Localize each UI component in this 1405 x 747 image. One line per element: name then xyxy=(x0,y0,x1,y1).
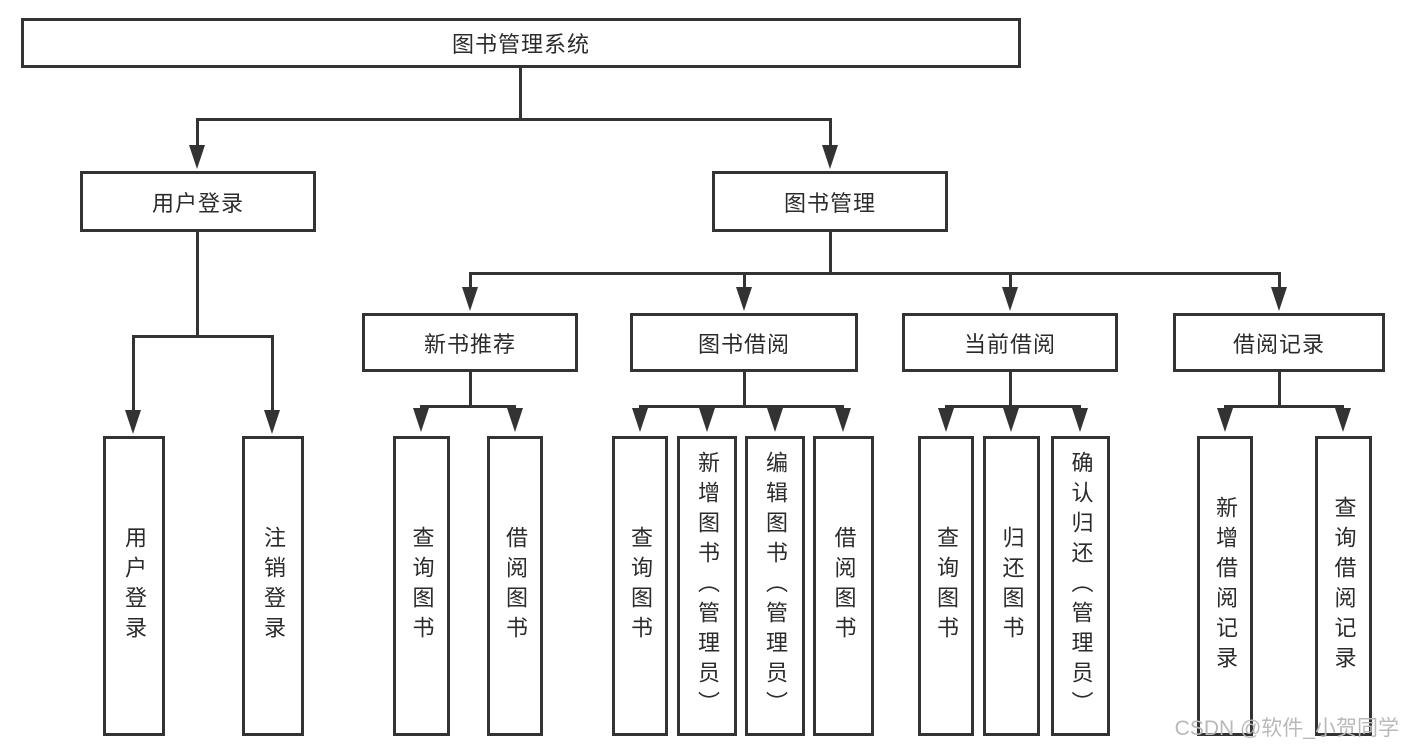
connector-line xyxy=(133,335,274,338)
arrow-down-icon xyxy=(413,408,429,432)
connector-line xyxy=(420,405,516,408)
arrow-down-icon xyxy=(632,408,648,432)
node-label: 图书借阅 xyxy=(697,331,790,357)
leaf-label: 编辑图书（管理员） xyxy=(763,451,788,721)
leaf-label: 查询图书 xyxy=(628,526,653,646)
leaf-label: 新增借阅记录 xyxy=(1213,496,1238,676)
leaf-return-books: 归还图书 xyxy=(983,436,1040,736)
leaf-label: 注销登录 xyxy=(261,526,286,646)
connector-line xyxy=(469,272,1280,275)
node-book-management: 图书管理 xyxy=(712,171,948,232)
arrow-down-icon xyxy=(189,145,205,169)
arrow-down-icon xyxy=(938,408,954,432)
arrow-down-icon xyxy=(462,287,478,311)
leaf-borrow-books-recommend: 借阅图书 xyxy=(487,436,543,736)
arrow-down-icon xyxy=(1217,408,1233,432)
connector-line xyxy=(1278,372,1281,405)
leaf-add-books-admin: 新增图书（管理员） xyxy=(677,436,737,736)
connector-line xyxy=(196,118,199,146)
connector-line xyxy=(271,335,274,411)
leaf-edit-books-admin: 编辑图书（管理员） xyxy=(745,436,805,736)
node-label: 图书管理 xyxy=(783,190,876,216)
connector-line xyxy=(1009,372,1012,405)
arrow-down-icon xyxy=(767,408,783,432)
arrow-down-icon xyxy=(835,408,851,432)
node-borrowing-records: 借阅记录 xyxy=(1173,313,1385,372)
leaf-borrow-books: 借阅图书 xyxy=(813,436,874,736)
leaf-label: 用户登录 xyxy=(122,526,147,646)
leaf-query-books-current: 查询图书 xyxy=(918,436,974,736)
leaf-logout: 注销登录 xyxy=(242,436,304,736)
connector-line xyxy=(519,68,522,118)
node-book-borrowing: 图书借阅 xyxy=(630,313,858,372)
arrow-down-icon xyxy=(1335,408,1351,432)
leaf-confirm-return-admin: 确认归还（管理员） xyxy=(1051,436,1110,736)
leaf-label: 借阅图书 xyxy=(831,526,857,646)
connector-line xyxy=(469,272,472,288)
connector-line xyxy=(829,118,832,146)
node-current-borrowing: 当前借阅 xyxy=(902,313,1118,372)
arrow-down-icon xyxy=(822,145,838,169)
arrow-down-icon xyxy=(1003,408,1019,432)
connector-line xyxy=(829,232,832,272)
leaf-label: 归还图书 xyxy=(999,526,1025,646)
connector-line xyxy=(945,405,1081,408)
connector-line xyxy=(1224,405,1344,408)
connector-line xyxy=(1278,272,1281,288)
leaf-query-borrow-record: 查询借阅记录 xyxy=(1315,436,1372,736)
node-label: 当前借阅 xyxy=(963,331,1056,357)
leaf-add-borrow-record: 新增借阅记录 xyxy=(1197,436,1253,736)
node-label: 用户登录 xyxy=(151,190,244,216)
leaf-query-books-borrowing: 查询图书 xyxy=(612,436,668,736)
arrow-down-icon xyxy=(507,408,523,432)
connector-line xyxy=(639,405,844,408)
leaf-label: 查询借阅记录 xyxy=(1331,496,1357,676)
arrow-down-icon xyxy=(1072,408,1088,432)
leaf-label: 新增图书（管理员） xyxy=(695,451,720,721)
arrow-down-icon xyxy=(125,410,141,434)
connector-line xyxy=(197,118,832,121)
leaf-label: 查询图书 xyxy=(934,526,959,646)
csdn-watermark: CSDN @软件_小贺同学 xyxy=(1174,717,1399,740)
node-root-library-system: 图书管理系统 xyxy=(21,18,1021,68)
connector-line xyxy=(469,372,472,405)
node-new-book-recommendation: 新书推荐 xyxy=(362,313,578,372)
node-user-login: 用户登录 xyxy=(80,171,316,232)
leaf-user-login: 用户登录 xyxy=(103,436,165,736)
leaf-query-books-recommend: 查询图书 xyxy=(393,436,450,736)
connector-line xyxy=(196,232,199,335)
arrow-down-icon xyxy=(1002,287,1018,311)
arrow-down-icon xyxy=(1271,287,1287,311)
arrow-down-icon xyxy=(699,408,715,432)
arrow-down-icon xyxy=(264,410,280,434)
arrow-down-icon xyxy=(736,287,752,311)
connector-line xyxy=(743,372,746,405)
leaf-label: 借阅图书 xyxy=(503,526,528,646)
connector-line xyxy=(1009,272,1012,288)
leaf-label: 确认归还（管理员） xyxy=(1068,451,1094,721)
node-label: 借阅记录 xyxy=(1232,331,1325,357)
leaf-label: 查询图书 xyxy=(409,526,435,646)
connector-line xyxy=(132,335,135,411)
node-label: 图书管理系统 xyxy=(451,32,590,57)
node-label: 新书推荐 xyxy=(423,331,516,357)
connector-line xyxy=(743,272,746,288)
